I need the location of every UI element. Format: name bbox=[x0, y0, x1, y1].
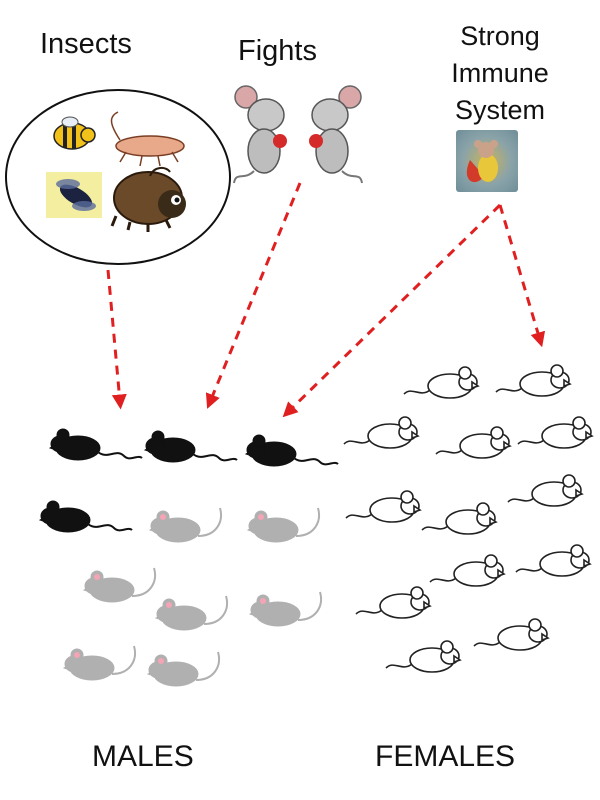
bee-icon bbox=[53, 116, 96, 150]
superhero-mouse-drawing bbox=[466, 140, 498, 183]
boxing-mouse-left-icon bbox=[233, 85, 287, 184]
male-mouse-grey bbox=[63, 645, 136, 681]
male-mouse-grey bbox=[147, 651, 220, 687]
immune-system-label: Strong Immune System bbox=[440, 18, 560, 129]
female-mouse bbox=[385, 640, 461, 673]
female-mouse bbox=[345, 490, 421, 523]
female-mouse bbox=[515, 544, 591, 577]
arrow-insects-to-males bbox=[106, 269, 127, 410]
female-mouse bbox=[403, 366, 479, 399]
female-mouse bbox=[435, 426, 511, 459]
insects-label: Insects bbox=[40, 28, 132, 60]
immune-label-line-2: Immune bbox=[451, 58, 549, 88]
male-mouse-black bbox=[144, 430, 238, 463]
male-mouse-black bbox=[49, 428, 143, 461]
fights-label: Fights bbox=[238, 35, 317, 67]
female-mouse bbox=[421, 502, 497, 535]
female-mouse bbox=[473, 618, 549, 651]
immune-label-line-3: System bbox=[454, 95, 546, 125]
males-label: MALES bbox=[92, 740, 194, 773]
cockroach-icon bbox=[110, 111, 185, 167]
arrow-fights-to-males bbox=[205, 182, 302, 409]
immune-label-line-1: Strong bbox=[460, 21, 540, 51]
male-mouse-grey bbox=[83, 567, 156, 603]
female-mouse bbox=[507, 474, 583, 507]
insects-circle bbox=[5, 89, 231, 265]
male-mouse-grey bbox=[149, 507, 222, 543]
male-mouse-grey bbox=[249, 591, 322, 627]
arrow-immune-to-males bbox=[282, 203, 502, 418]
female-mouse bbox=[355, 586, 431, 619]
superhero-mouse-icon bbox=[456, 130, 518, 192]
male-mouse-black bbox=[245, 434, 339, 467]
female-mouse bbox=[517, 416, 593, 449]
female-mouse bbox=[495, 364, 571, 397]
fly-icon bbox=[46, 172, 102, 218]
females-label: FEMALES bbox=[375, 740, 516, 773]
male-mouse-black bbox=[39, 500, 133, 533]
female-mouse bbox=[429, 554, 505, 587]
male-mouse-grey bbox=[247, 507, 320, 543]
female-mouse bbox=[343, 416, 419, 449]
boxing-mouse-right-icon bbox=[309, 85, 363, 184]
arrow-immune-to-females bbox=[498, 204, 546, 348]
male-mouse-grey bbox=[155, 595, 228, 631]
beetle-icon bbox=[110, 166, 186, 232]
